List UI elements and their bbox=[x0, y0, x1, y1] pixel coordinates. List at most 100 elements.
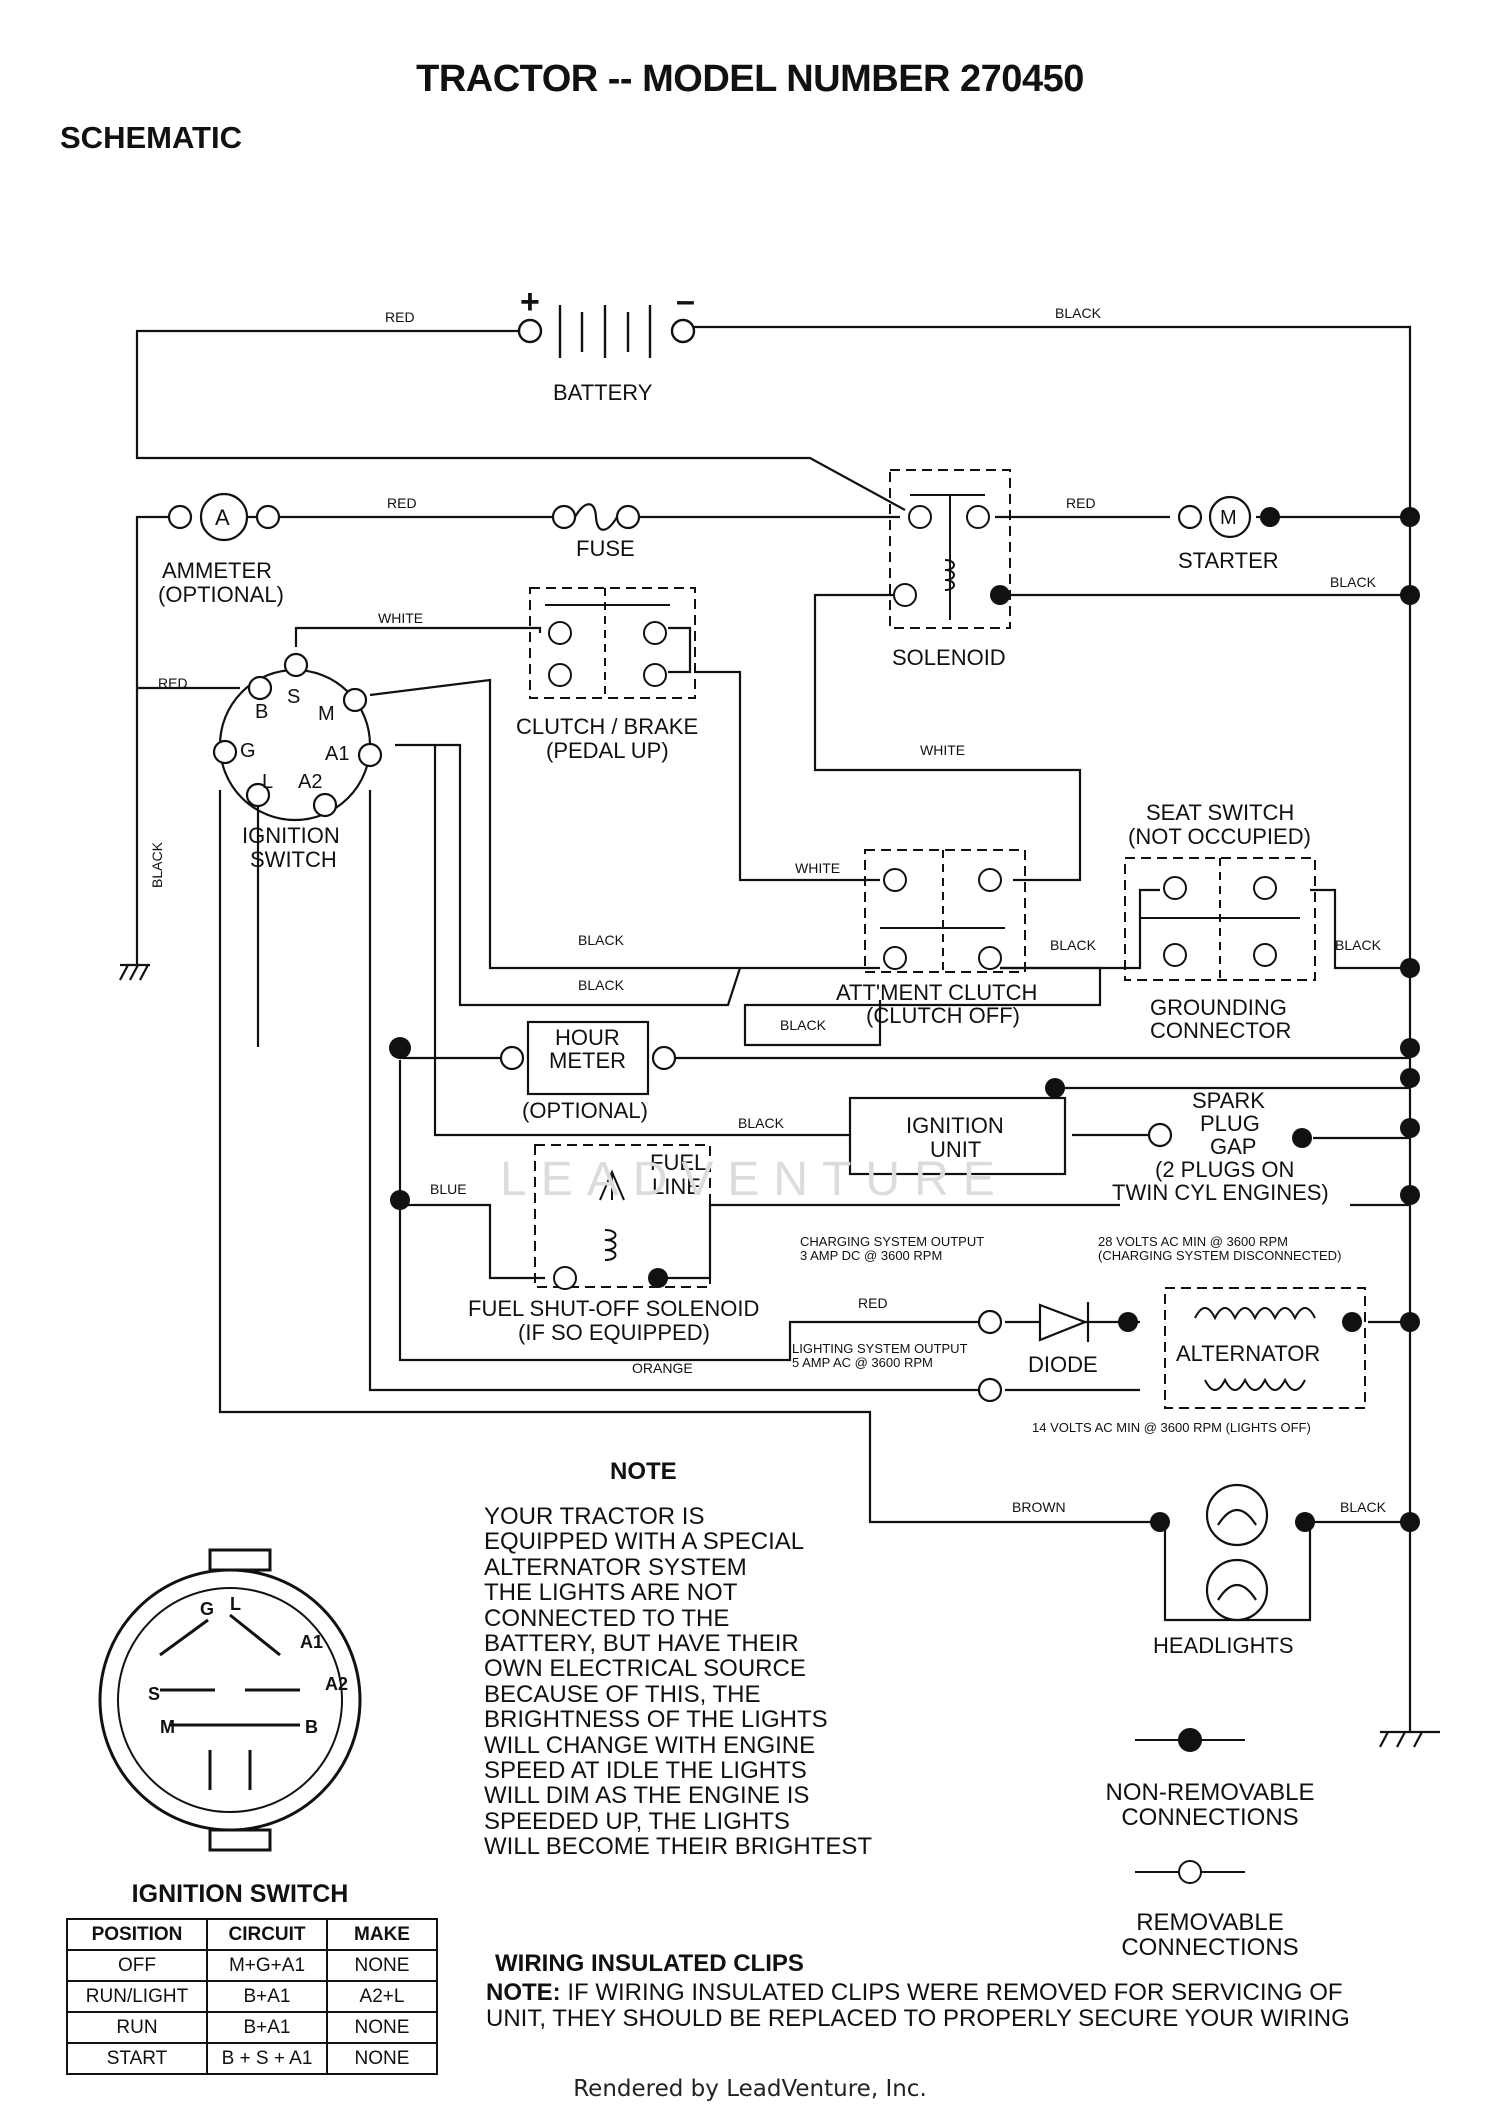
table-row: START B + S + A1 NONE bbox=[66, 2042, 438, 2075]
wire-label-black-vertical: BLACK bbox=[149, 841, 165, 888]
wire-a1 bbox=[395, 743, 742, 1007]
ignition-switch-label2: SWITCH bbox=[250, 847, 337, 872]
wire-clutch-left bbox=[695, 670, 880, 882]
cell: M+G+A1 bbox=[206, 1949, 328, 1982]
clips-note-label: NOTE: bbox=[486, 1979, 561, 2006]
charging-label2: 3 AMP DC @ 3600 RPM bbox=[800, 1248, 942, 1263]
ignition-switch-label: IGNITION bbox=[242, 823, 340, 848]
battery-plus: + bbox=[520, 283, 540, 321]
spark-2plugs: (2 PLUGS ON bbox=[1155, 1157, 1294, 1182]
headlights-symbol bbox=[1205, 1483, 1269, 1622]
fuse-label: FUSE bbox=[576, 536, 635, 561]
clips-note-text: IF WIRING INSULATED CLIPS WERE REMOVED F… bbox=[486, 1979, 1350, 2032]
cell: B+A1 bbox=[206, 2011, 328, 2044]
solenoid-symbol bbox=[889, 469, 1011, 629]
wire-label-white-coil: WHITE bbox=[920, 742, 965, 758]
seat-switch-symbol bbox=[1124, 857, 1316, 981]
terminal-b: B bbox=[255, 701, 268, 723]
battery-label: BATTERY bbox=[553, 380, 653, 405]
wire-label-white-ign: WHITE bbox=[378, 610, 423, 626]
spark-twin: TWIN CYL ENGINES) bbox=[1112, 1180, 1329, 1205]
wire-blue-left bbox=[398, 1060, 985, 1362]
grounding-label: GROUNDING bbox=[1150, 995, 1287, 1020]
charging-label: CHARGING SYSTEM OUTPUT bbox=[800, 1234, 984, 1249]
terminal-m: M bbox=[318, 703, 335, 725]
table-row: OFF M+G+A1 NONE bbox=[66, 1949, 438, 1982]
seat-switch-state: (NOT OCCUPIED) bbox=[1128, 824, 1311, 849]
spark-gap: GAP bbox=[1210, 1134, 1256, 1159]
cell: RUN bbox=[66, 2011, 208, 2044]
terminal-a2: A2 bbox=[298, 771, 322, 793]
col-make: MAKE bbox=[326, 1918, 438, 1951]
fuel-line-label: FUEL bbox=[650, 1150, 706, 1175]
ignition-table-title: IGNITION SWITCH bbox=[131, 1880, 349, 1908]
cell: B+A1 bbox=[206, 1980, 328, 2013]
clips-heading: WIRING INSULATED CLIPS bbox=[495, 1950, 804, 1977]
page-title: TRACTOR -- MODEL NUMBER 270450 bbox=[416, 58, 1084, 100]
diode-label: DIODE bbox=[1028, 1352, 1098, 1377]
fuel-line-label2: LINE bbox=[652, 1174, 701, 1199]
wire-battery-pos bbox=[135, 329, 906, 511]
cell: A2+L bbox=[326, 1980, 438, 2013]
ignition-unit-box bbox=[848, 1096, 1067, 1176]
footer-credit: Rendered by LeadVenture, Inc. bbox=[573, 2076, 927, 2102]
hour-meter-node bbox=[389, 1037, 411, 1059]
face-a2: A2 bbox=[325, 1674, 348, 1694]
ammeter-symbol bbox=[167, 492, 281, 542]
spark-node bbox=[1292, 1128, 1312, 1148]
spark-top-node bbox=[1045, 1078, 1065, 1098]
cell: B + S + A1 bbox=[206, 2042, 328, 2075]
grounding-label2: CONNECTOR bbox=[1150, 1018, 1291, 1043]
face-s: S bbox=[148, 1684, 160, 1704]
spark-terminal bbox=[1147, 1122, 1173, 1148]
wire-label-black-1: BLACK bbox=[578, 932, 625, 948]
table-row: RUN B+A1 NONE bbox=[66, 2011, 438, 2044]
wire-fuel-right bbox=[660, 1203, 1120, 1280]
charging-terminal bbox=[977, 1309, 1003, 1335]
note-body: YOUR TRACTOR IS EQUIPPED WITH A SPECIAL … bbox=[484, 1503, 873, 1861]
wire-label-black-solenoid: BLACK bbox=[1330, 574, 1377, 590]
legend-symbols bbox=[1135, 1728, 1245, 1884]
alternator-node bbox=[1342, 1312, 1362, 1332]
ignition-unit-label2: UNIT bbox=[930, 1137, 981, 1162]
ignition-face-diagram bbox=[98, 1548, 362, 1852]
hour-meter-optional: (OPTIONAL) bbox=[522, 1098, 648, 1123]
wire-label-red-charge: RED bbox=[858, 1295, 888, 1311]
attment-off: (CLUTCH OFF) bbox=[866, 1003, 1020, 1028]
legend-non-removable: NON-REMOVABLE CONNECTIONS bbox=[1105, 1779, 1315, 1831]
headlight-node-l bbox=[1150, 1512, 1170, 1532]
wire-fuel-blue bbox=[400, 1203, 545, 1280]
cell: NONE bbox=[326, 1949, 438, 1982]
wire-white-ign bbox=[294, 626, 542, 647]
clips-note: NOTE: IF WIRING INSULATED CLIPS WERE REM… bbox=[486, 1980, 1366, 2032]
note-heading: NOTE bbox=[610, 1458, 677, 1485]
starter-label: STARTER bbox=[1178, 548, 1279, 573]
spark-plug: PLUG bbox=[1200, 1111, 1260, 1136]
wire-label-red-starter: RED bbox=[1066, 495, 1096, 511]
diode-node bbox=[1118, 1312, 1138, 1332]
alternator-symbol bbox=[1164, 1287, 1366, 1409]
page-subtitle: SCHEMATIC bbox=[60, 120, 242, 155]
table-row: RUN/LIGHT B+A1 A2+L bbox=[66, 1980, 438, 2013]
starter-symbol bbox=[1177, 495, 1252, 539]
wire-orange bbox=[368, 790, 985, 1392]
face-m: M bbox=[160, 1717, 175, 1737]
lighting-terminal bbox=[977, 1377, 1003, 1403]
cell: START bbox=[66, 2042, 208, 2075]
wire-label-black-headlights: BLACK bbox=[1340, 1499, 1387, 1515]
lighting-label: LIGHTING SYSTEM OUTPUT bbox=[792, 1341, 968, 1356]
clutch-brake-pedal: (PEDAL UP) bbox=[546, 738, 669, 763]
wire-label-red-battery: RED bbox=[385, 309, 415, 325]
battery-minus: – bbox=[676, 282, 695, 320]
face-l: L bbox=[230, 1594, 241, 1614]
terminal-s: S bbox=[287, 686, 300, 708]
terminal-l: L bbox=[262, 771, 273, 793]
watermark: LEADVENTURE bbox=[500, 1153, 1009, 1206]
wire-m-terminal bbox=[369, 678, 880, 970]
face-g: G bbox=[200, 1599, 214, 1619]
battery-symbol bbox=[517, 305, 696, 358]
spark-label: SPARK bbox=[1192, 1088, 1265, 1113]
seat-switch-label: SEAT SWITCH bbox=[1146, 800, 1294, 825]
cell: OFF bbox=[66, 1949, 208, 1982]
ground-rail-nodes bbox=[390, 507, 1420, 1532]
